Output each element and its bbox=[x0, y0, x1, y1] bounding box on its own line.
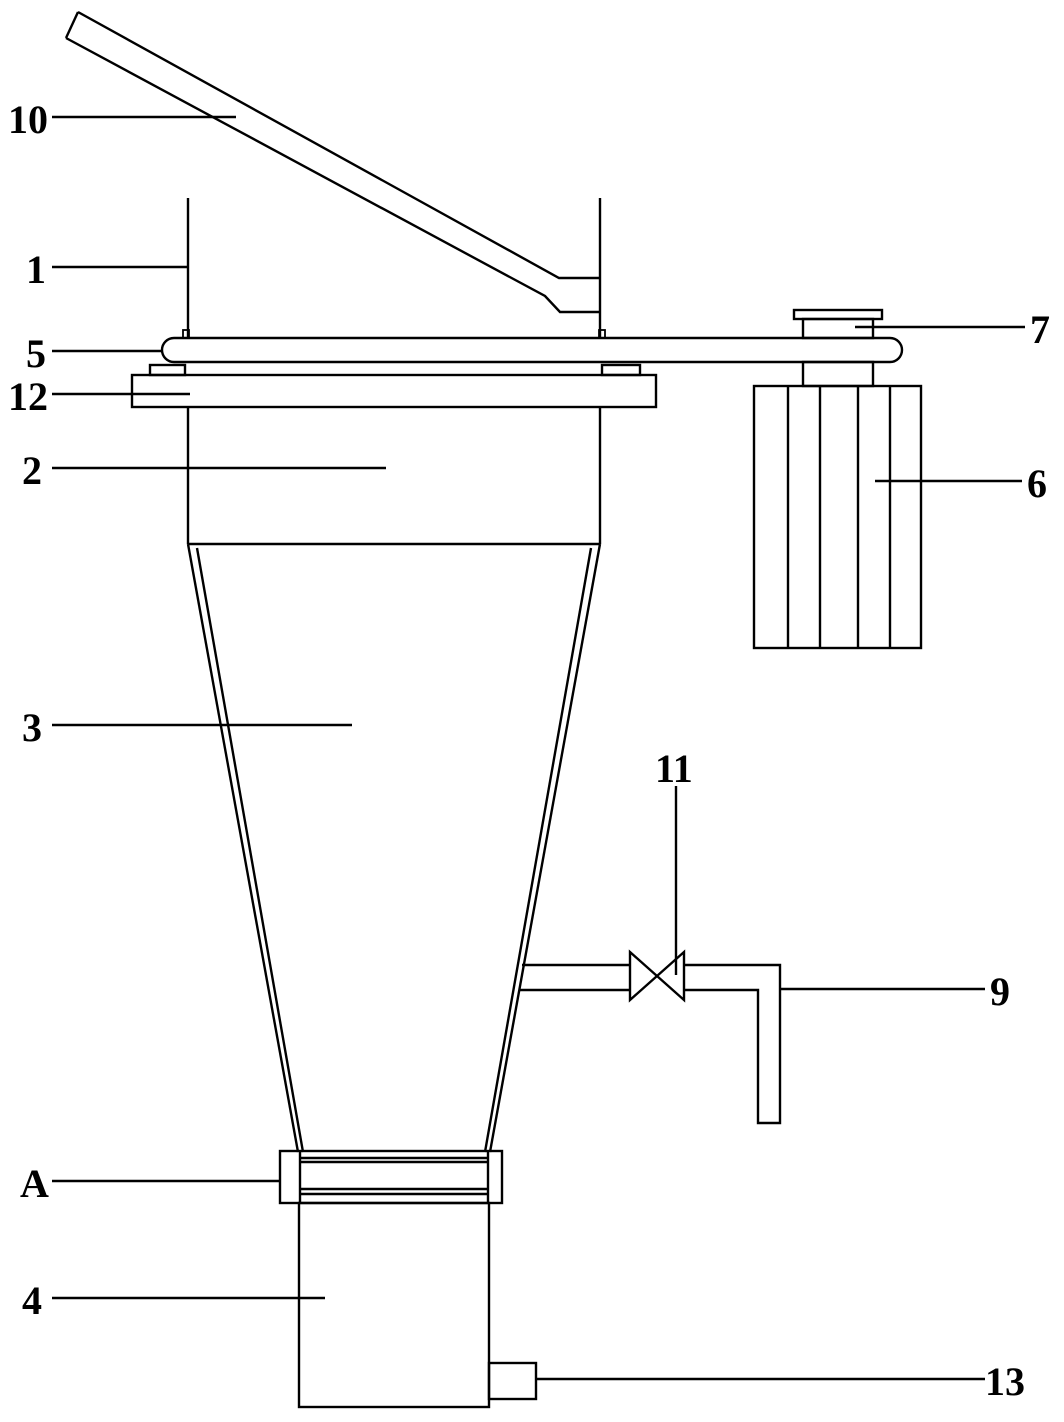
motor bbox=[752, 384, 923, 650]
discharge-pipe bbox=[520, 963, 782, 1125]
feed-pipe bbox=[64, 10, 600, 314]
outlet bbox=[487, 1361, 538, 1401]
label-13: 13 bbox=[985, 1359, 1025, 1404]
valve bbox=[628, 949, 686, 1003]
label-12: 12 bbox=[8, 374, 48, 419]
leader-lines bbox=[52, 115, 1025, 1381]
label-4: 4 bbox=[22, 1278, 42, 1323]
label-3: 3 bbox=[22, 705, 42, 750]
label-6: 6 bbox=[1027, 461, 1047, 506]
middle-cylinder bbox=[186, 407, 602, 546]
drive-belt bbox=[160, 336, 904, 364]
label-11: 11 bbox=[655, 746, 693, 791]
label-1: 1 bbox=[26, 247, 46, 292]
motor-pulley bbox=[792, 308, 884, 388]
label-a: A bbox=[20, 1161, 49, 1206]
label-10: 10 bbox=[8, 97, 48, 142]
label-2: 2 bbox=[22, 448, 42, 493]
label-7: 7 bbox=[1030, 307, 1050, 352]
collector bbox=[297, 1201, 491, 1409]
flange bbox=[130, 363, 658, 409]
label-9: 9 bbox=[990, 969, 1010, 1014]
connector-a bbox=[278, 1149, 504, 1205]
cone bbox=[186, 543, 602, 1153]
label-5: 5 bbox=[26, 331, 46, 376]
